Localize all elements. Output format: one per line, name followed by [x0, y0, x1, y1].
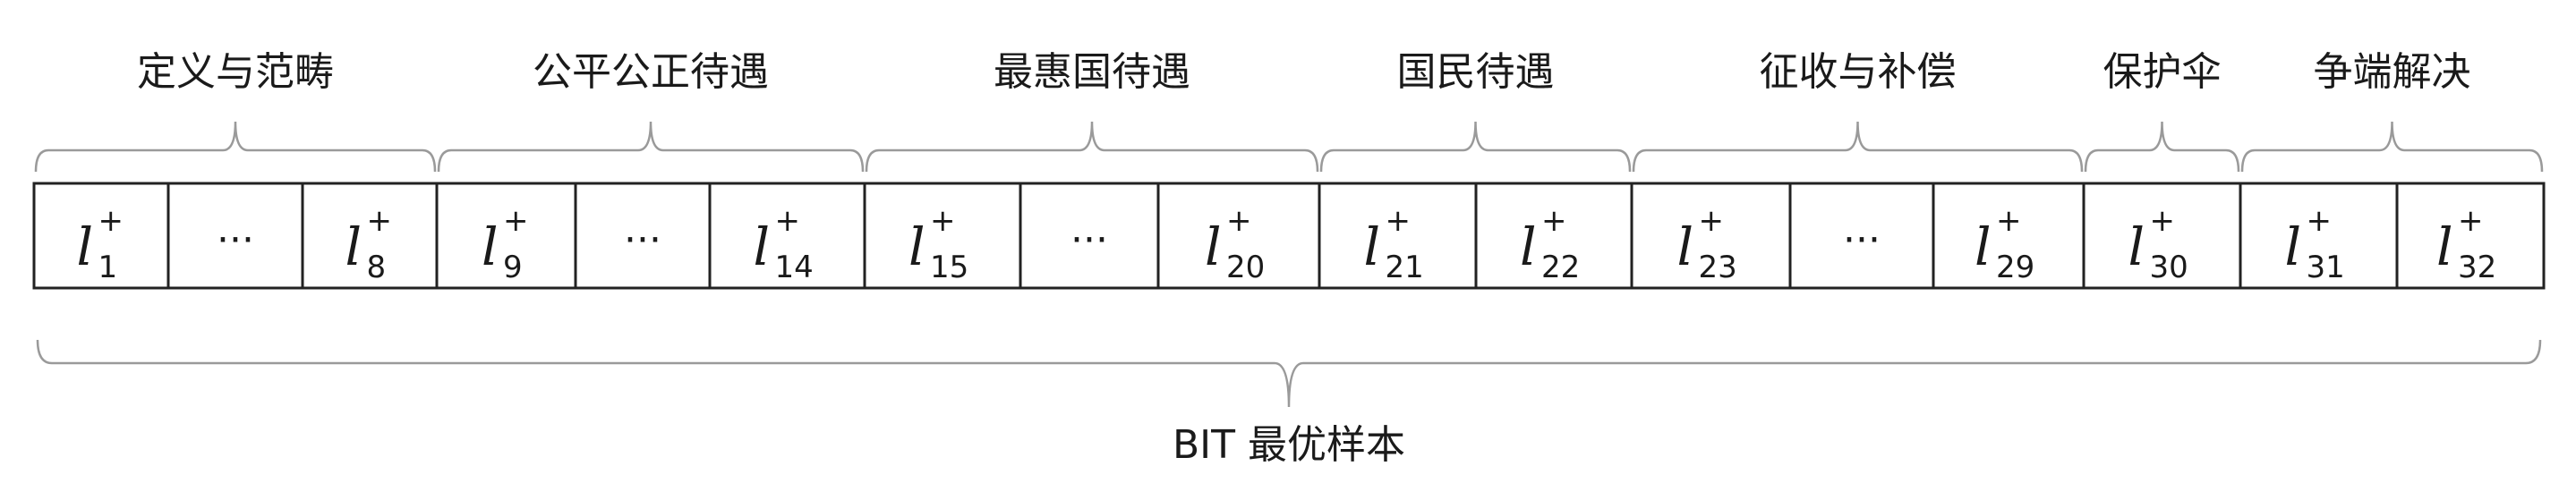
cell-variable: l: [1364, 216, 1381, 277]
cell-subscript: 32: [2458, 250, 2496, 285]
cell-subscript: 9: [503, 250, 523, 285]
sample-cell: l+30: [2082, 182, 2242, 290]
sample-cell: ···: [1019, 182, 1160, 290]
sample-cell: l+23: [1630, 182, 1792, 290]
group-label: 征收与补偿: [1760, 49, 1957, 95]
cell-superscript: +: [2307, 203, 2333, 239]
ellipsis-dots: ···: [217, 217, 254, 263]
cell-superscript: +: [1226, 203, 1252, 239]
cell-variable: l: [1520, 216, 1537, 277]
sample-cell: ···: [1788, 182, 1935, 290]
cell-superscript: +: [1699, 203, 1725, 239]
cell-variable: l: [77, 216, 94, 277]
cell-subscript: 22: [1541, 250, 1580, 285]
cell-box: [2395, 182, 2546, 290]
group-brace: [437, 121, 865, 173]
cell-subscript: 30: [2150, 250, 2188, 285]
group-brace: [34, 121, 437, 173]
group-brace: [865, 121, 1319, 173]
group-brace: [2240, 121, 2544, 173]
sample-cell: l+31: [2239, 182, 2399, 290]
cell-box: [1019, 182, 1160, 290]
cell-superscript: +: [1386, 203, 1412, 239]
cell-box: [574, 182, 712, 290]
cell-box: [1630, 182, 1792, 290]
group-brace: [2084, 121, 2240, 173]
cell-subscript: 23: [1699, 250, 1737, 285]
cell-variable: l: [345, 216, 363, 277]
group-label: 国民待遇: [1397, 49, 1555, 95]
cell-subscript: 21: [1386, 250, 1424, 285]
group-label: 定义与范畴: [137, 49, 334, 95]
group-brace: [1319, 121, 1632, 173]
cell-superscript: +: [98, 203, 124, 239]
sample-cell: l+15: [863, 182, 1022, 290]
cell-superscript: +: [775, 203, 801, 239]
cell-subscript: 14: [775, 250, 814, 285]
ellipsis-dots: ···: [1070, 217, 1108, 263]
cell-box: [1788, 182, 1935, 290]
cell-box: [708, 182, 866, 290]
cell-subscript: 15: [930, 250, 968, 285]
sample-cell: ···: [166, 182, 304, 290]
cell-variable: l: [1975, 216, 1992, 277]
cell-subscript: 1: [98, 250, 118, 285]
cell-box: [1318, 182, 1478, 290]
cell-variable: l: [1677, 216, 1694, 277]
group-brace: [1632, 121, 2084, 173]
cell-variable: l: [1205, 216, 1222, 277]
cell-superscript: +: [503, 203, 529, 239]
cell-box: [2239, 182, 2399, 290]
overall-brace: [36, 339, 2542, 408]
cell-superscript: +: [367, 203, 393, 239]
bottom-brace-group: BIT 最优样本: [36, 339, 2542, 468]
cell-variable: l: [2128, 216, 2145, 277]
group-label: 最惠国待遇: [994, 49, 1190, 95]
sample-cell: l+14: [708, 182, 866, 290]
bottom-label: BIT 最优样本: [1173, 422, 1405, 468]
cell-superscript: +: [1996, 203, 2022, 239]
sample-cell: ···: [574, 182, 712, 290]
cell-subscript: 29: [1996, 250, 2034, 285]
cell-superscript: +: [1541, 203, 1567, 239]
group-label: 保护伞: [2103, 49, 2222, 95]
ellipsis-dots: ···: [1843, 217, 1881, 263]
cell-subscript: 20: [1226, 250, 1265, 285]
cell-superscript: +: [2458, 203, 2484, 239]
cell-superscript: +: [930, 203, 956, 239]
cell-box: [301, 182, 439, 290]
cell-variable: l: [2436, 216, 2453, 277]
cell-variable: l: [908, 216, 925, 277]
sample-cell: l+8: [301, 182, 439, 290]
group-label: 公平公正待遇: [533, 49, 769, 95]
cell-box: [1156, 182, 1321, 290]
cell-variable: l: [754, 216, 771, 277]
cell-box: [32, 182, 170, 290]
cell-box: [166, 182, 304, 290]
group-label: 争端解决: [2314, 49, 2471, 95]
cell-superscript: +: [2150, 203, 2176, 239]
sample-cell: l+1: [32, 182, 170, 290]
cell-box: [1932, 182, 2086, 290]
group-braces: [34, 121, 2544, 173]
cell-variable: l: [482, 216, 499, 277]
sample-cell: l+20: [1156, 182, 1321, 290]
group-labels: 定义与范畴 公平公正待遇 最惠国待遇 国民待遇 征收与补偿 保护伞 争端解决: [137, 49, 2471, 95]
sample-cell: l+9: [435, 182, 577, 290]
sample-cell: l+29: [1932, 182, 2086, 290]
cell-box: [863, 182, 1022, 290]
sample-cell: l+32: [2395, 182, 2546, 290]
sample-cell: l+21: [1318, 182, 1478, 290]
sample-cell: l+22: [1474, 182, 1633, 290]
cell-variable: l: [2285, 216, 2302, 277]
ellipsis-dots: ···: [624, 217, 661, 263]
cell-subscript: 31: [2307, 250, 2345, 285]
cell-subscript: 8: [367, 250, 387, 285]
